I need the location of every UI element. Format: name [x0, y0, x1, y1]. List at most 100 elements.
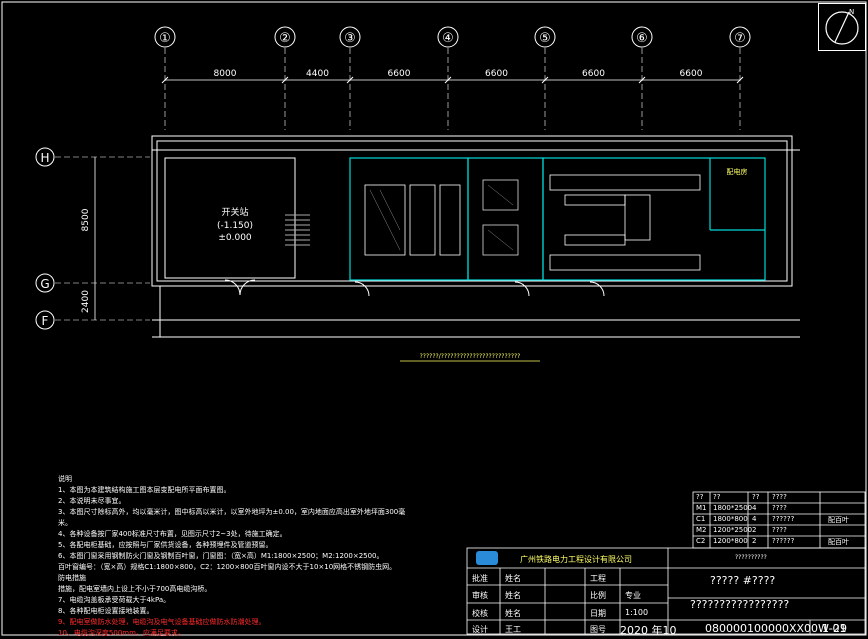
- room-label-switch-station: 开关站: [221, 206, 248, 218]
- dimension-label: 4400: [306, 69, 329, 79]
- axis-label: ③: [344, 31, 356, 46]
- svg-text:N: N: [849, 8, 854, 16]
- axis-bubble-row: H: [35, 147, 150, 167]
- axis-bubble-column: ④: [437, 26, 459, 130]
- axis-label: G: [40, 277, 49, 291]
- dimension-label: 6600: [582, 69, 605, 79]
- dimension-label: 8000: [214, 69, 237, 79]
- axis-bubbles-left: H G F 8500 2400: [35, 147, 150, 330]
- axis-label: F: [42, 314, 49, 328]
- axis-label: ④: [442, 31, 454, 46]
- field-label: 日期: [590, 609, 606, 618]
- schedule-cell: 1200*800: [713, 537, 748, 545]
- drawing-title: ?????????????????: [690, 598, 790, 611]
- note-item: 百叶窗编号：（宽×高）规格C1:1800×800，C2：1200×800百叶窗内…: [58, 563, 397, 571]
- scale-value: 1:100: [625, 608, 649, 617]
- axis-label: ⑥: [636, 31, 648, 46]
- axis-bubbles: ① ② ③ ④ ⑤ ⑥ ⑦: [154, 26, 751, 130]
- design-notes: 说明 1、本图为本建筑结构施工图本层变配电所平面布置图。 2、本说明未尽事宜。 …: [58, 474, 418, 639]
- note-item: 2、本说明未尽事宜。: [58, 497, 126, 505]
- schedule-cell: 2: [752, 526, 757, 534]
- axis-bubble-column: ①: [154, 26, 176, 130]
- schedule-remark: 配百叶: [828, 538, 849, 546]
- field-label: 比例: [590, 591, 606, 600]
- note-item: 防电措施: [58, 574, 86, 582]
- room-level-1: (-1.150): [217, 221, 253, 231]
- note-item: 8、各种配电柜设置接地装置。: [58, 607, 154, 615]
- note-item: 7、电缆沟盖板承受荷载大于4kPa。: [58, 596, 171, 604]
- schedule-remark: 配百叶: [828, 516, 849, 524]
- person-name: 王工: [505, 625, 521, 634]
- axis-bubble-column: ⑥: [631, 26, 653, 130]
- electrical-rooms: [349, 157, 766, 281]
- north-arrow-icon: N: [818, 3, 866, 51]
- building-walls: [151, 135, 800, 338]
- plan-caption: ??????/?????????????????????????: [420, 353, 521, 360]
- note-item: 3、本图尺寸除标高外，均以毫米计，图中标高以米计，以室外地坪为±0.00，室内地…: [58, 508, 406, 527]
- schedule-cell: ????: [772, 504, 787, 512]
- note-item: 6、本图门窗采用钢制防火门窗及钢制百叶窗，门窗图：（宽×高）M1:1800×25…: [58, 552, 384, 560]
- project-name: ????? #????: [710, 574, 776, 587]
- axis-bubble-column: ②: [274, 26, 296, 130]
- role-label: 批准: [472, 574, 488, 583]
- note-item: 5、各配电柜基础，应按照与厂家供货设备，各种预埋件及管道预留。: [58, 541, 273, 549]
- company-logo-icon: [476, 551, 498, 565]
- note-item-warning: 10、电缆沟深度500mm，应满足要求。: [58, 629, 185, 637]
- axis-label: ⑦: [734, 31, 746, 46]
- axis-label: ⑤: [539, 31, 551, 46]
- axis-label: ②: [279, 31, 291, 46]
- axis-bubble-column: ⑤: [534, 26, 556, 130]
- schedule-cell: ??????: [772, 515, 795, 523]
- field-extra: 专业: [625, 591, 641, 600]
- schedule-cell: 1800*800: [713, 515, 748, 523]
- person-name: 姓名: [505, 609, 521, 618]
- equipment-hatching: [369, 184, 514, 251]
- note-item: 措施，配电室墙内上设上不小于700高电缆沟桥。: [58, 585, 212, 593]
- notes-heading: 说明: [58, 475, 72, 483]
- schedule-cell: ??????: [772, 537, 795, 545]
- dimension-label: 6600: [388, 69, 411, 79]
- door-window-schedule-grid: [692, 491, 866, 549]
- dimension-label: 6600: [485, 69, 508, 79]
- person-name: 姓名: [505, 591, 521, 600]
- schedule-cell: M2: [696, 526, 707, 534]
- sheet-number: 1-29: [822, 622, 847, 635]
- schedule-cell: C1: [696, 515, 706, 523]
- sheet-name: ??????????: [735, 554, 767, 561]
- role-label: 审核: [472, 591, 488, 600]
- field-label: 工程: [590, 574, 606, 583]
- dimension-label: 8500: [81, 208, 91, 231]
- axis-label: ①: [159, 31, 171, 46]
- dimension-label: 2400: [81, 290, 91, 313]
- schedule-cell: 2: [752, 537, 757, 545]
- note-item: 4、各种设备按厂家400标准尺寸布置，见图示尺寸2~3处，待施工确定。: [58, 530, 287, 538]
- switchgear-equipment: [364, 174, 701, 271]
- role-label: 校核: [472, 609, 488, 618]
- drawing-number: 080000100000XX00W-01: [705, 622, 847, 635]
- schedule-cell: ????: [772, 526, 787, 534]
- schedule-cell: M1: [696, 504, 707, 512]
- role-label: 设计: [472, 625, 488, 634]
- axis-bubble-column: ③: [339, 26, 361, 130]
- field-label: 图号: [590, 625, 606, 634]
- schedule-header: ??: [752, 493, 760, 501]
- title-block-grid: [466, 547, 866, 635]
- drawing-date: 2020 年10: [620, 624, 677, 637]
- schedule-header: ??: [696, 493, 704, 501]
- person-name: 姓名: [505, 574, 521, 583]
- schedule-cell: 4: [752, 504, 757, 512]
- note-item-warning: 9、配电室做防水处理，电缆沟及电气设备基础应做防水防潮处理。: [58, 618, 266, 626]
- room-level-2: ±0.000: [218, 233, 252, 243]
- note-item: 1、本图为本建筑结构施工图本层变配电所平面布置图。: [58, 486, 231, 494]
- axis-bubble-row: G: [35, 273, 150, 293]
- schedule-cell: 1800*2500: [713, 504, 753, 512]
- company-name: 广州铁路电力工程设计有限公司: [520, 555, 632, 564]
- axis-bubble-row: F: [35, 310, 150, 330]
- schedule-cell: 4: [752, 515, 757, 523]
- schedule-header: ??: [713, 493, 721, 501]
- axis-bubble-column: ⑦: [729, 26, 751, 130]
- axis-label: H: [40, 151, 49, 165]
- schedule-cell: 1200*2500: [713, 526, 753, 534]
